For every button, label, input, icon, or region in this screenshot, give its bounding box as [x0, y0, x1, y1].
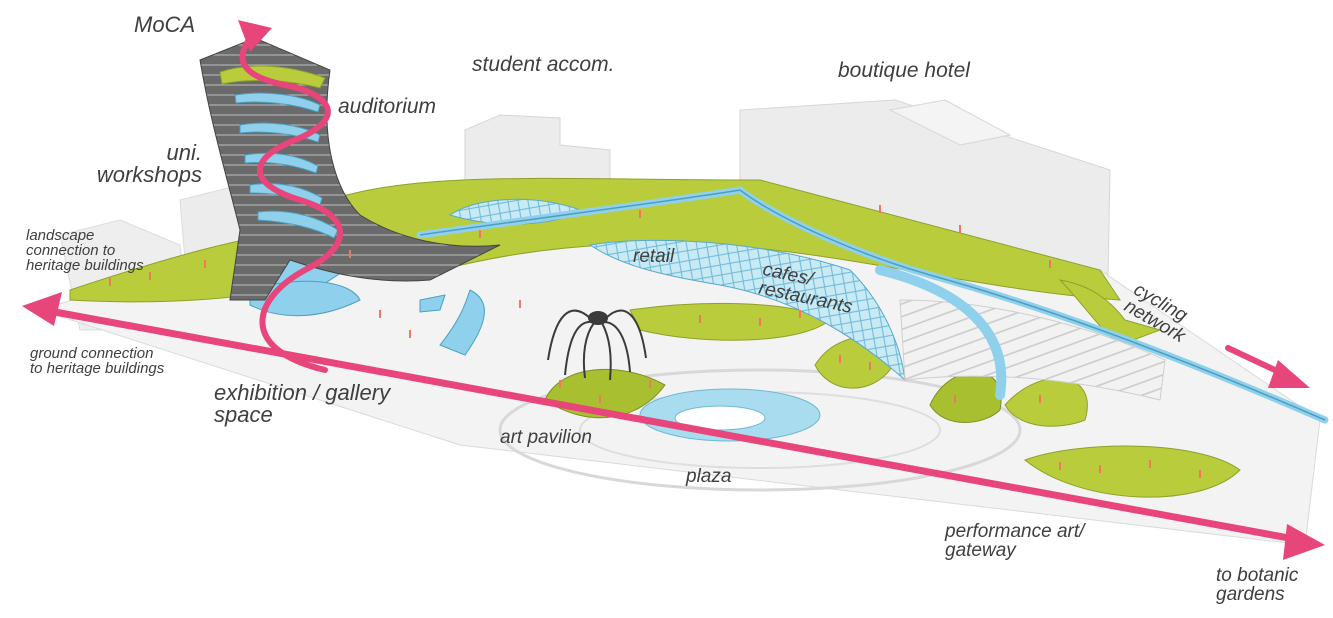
- label-retail: retail: [633, 246, 675, 267]
- stepped-seating: [899, 299, 1166, 401]
- label-uni-workshops: uni. workshops: [96, 140, 202, 187]
- vertical-circulation-arrowhead: [238, 20, 272, 52]
- plaza-ring: [498, 368, 1022, 492]
- label-landscape-connection: landscape connection to heritage buildin…: [26, 227, 144, 274]
- ramp-3: [439, 289, 485, 356]
- green-lawn-south: [1024, 445, 1241, 498]
- water-pool-inner: [674, 405, 766, 431]
- people-markers: [109, 205, 1201, 478]
- tower-floor-5: [257, 210, 339, 239]
- label-plaza: plaza: [686, 466, 732, 487]
- label-boutique-hotel: boutique hotel: [838, 59, 970, 82]
- tower-floor-2: [239, 122, 321, 143]
- ramp-4: [419, 294, 446, 313]
- label-moca: MoCA: [134, 12, 196, 37]
- green-lawn-east-2: [929, 371, 1002, 423]
- green-strip-east: [1058, 279, 1162, 346]
- cycling-network-arrowhead: [1268, 360, 1310, 388]
- moca-tower: [199, 37, 501, 301]
- axis-arrowhead-east: [1283, 524, 1325, 560]
- label-ground-connection: ground connection to heritage buildings: [30, 345, 165, 377]
- tower-floor-1: [234, 92, 321, 113]
- label-to-botanic-gardens: to botanic gardens: [1216, 565, 1299, 605]
- green-lawn-east-3: [1004, 377, 1088, 427]
- main-circulation-axis: [40, 306, 1304, 544]
- label-auditorium: auditorium: [338, 95, 437, 118]
- label-exhibition-gallery: exhibition / gallery space: [214, 380, 391, 427]
- label-art-pavilion: art pavilion: [500, 427, 592, 448]
- label-performance-art: performance art/ gateway: [945, 521, 1085, 561]
- circulation-arrows: [22, 20, 1325, 560]
- spider-sculpture: [547, 309, 647, 381]
- vertical-circulation-arrow: [239, 29, 343, 373]
- cycling-bridge-branch: [875, 265, 1007, 400]
- cycling-bridge-edge: [419, 189, 1326, 421]
- hotel-roof-block: [888, 99, 1012, 146]
- label-student-accom: student accom.: [472, 53, 615, 76]
- axis-arrowhead-west: [22, 292, 62, 326]
- cycling-bridge: [416, 186, 1329, 424]
